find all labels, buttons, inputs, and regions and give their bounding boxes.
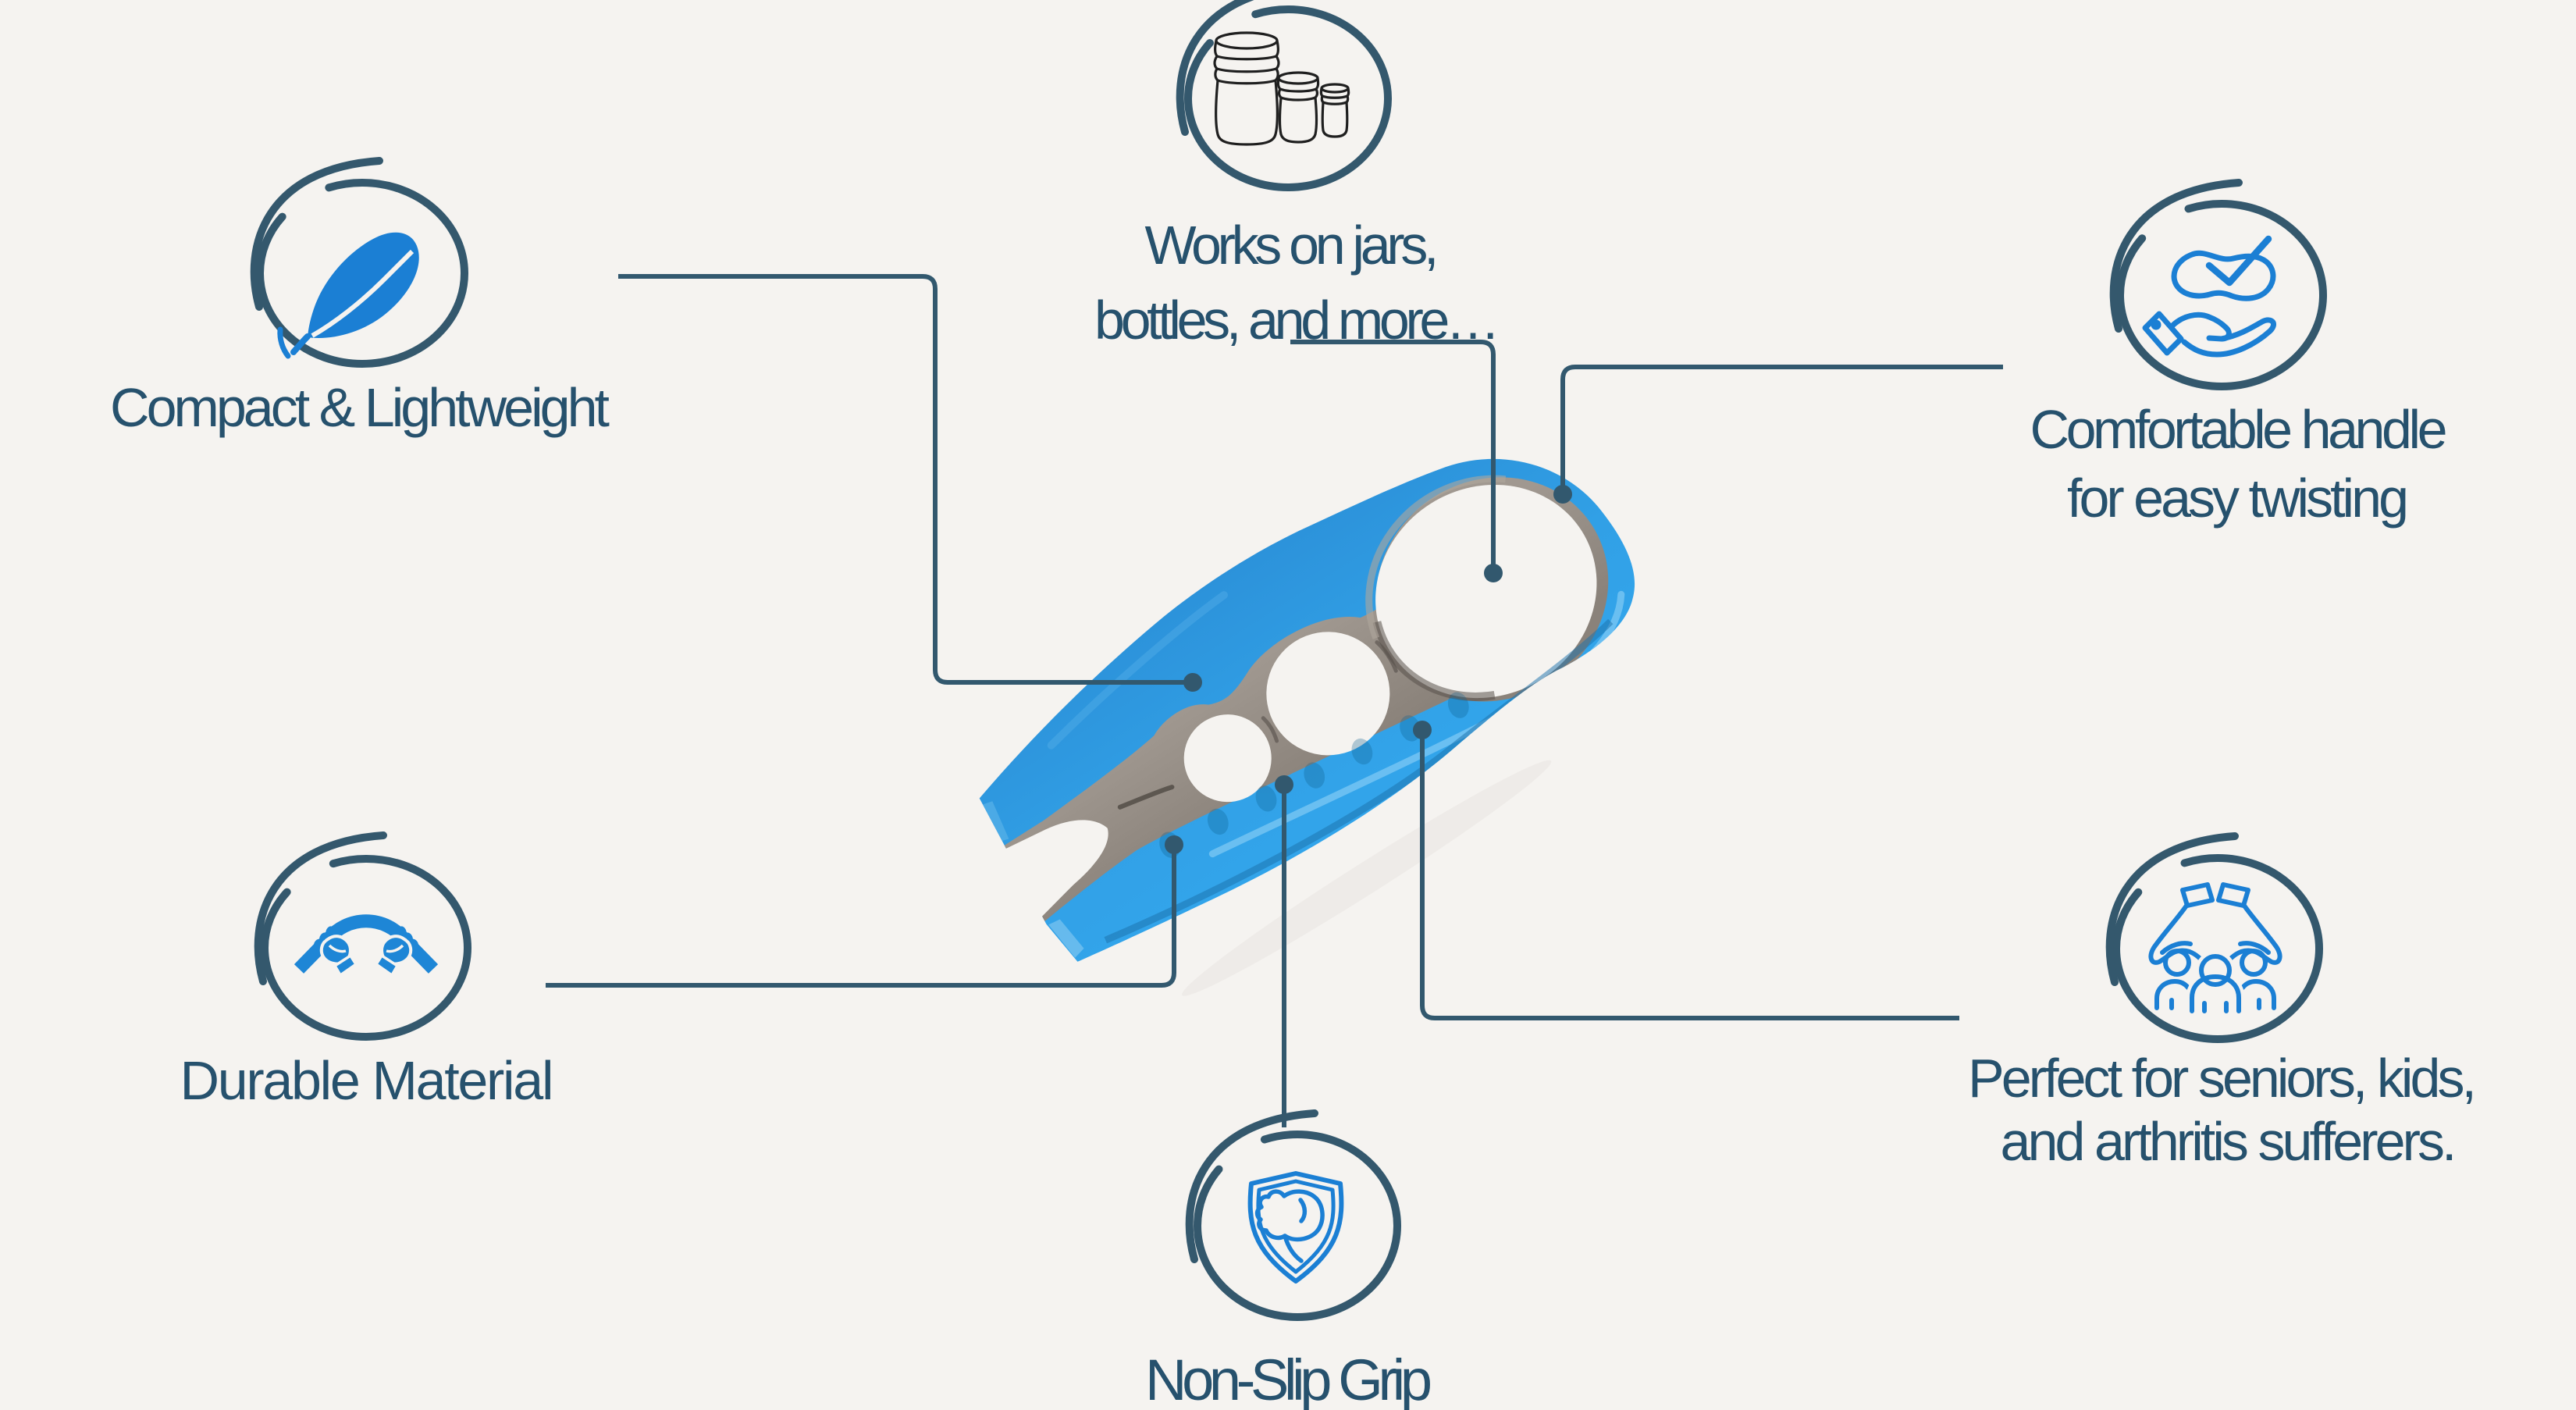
svg-text:Perfect for seniors, kids,: Perfect for seniors, kids,	[1968, 1048, 2477, 1109]
svg-text:and arthritis sufferers.: and arthritis sufferers.	[2001, 1111, 2457, 1172]
svg-text:Durable Material: Durable Material	[180, 1050, 554, 1111]
svg-text:bottles, and more…: bottles, and more…	[1094, 290, 1500, 351]
svg-text:Non-Slip Grip: Non-Slip Grip	[1145, 1348, 1432, 1410]
svg-text:Comfortable handle: Comfortable handle	[2030, 399, 2448, 460]
svg-text:Compact & Lightweight: Compact & Lightweight	[110, 377, 610, 438]
svg-text:for easy twisting: for easy twisting	[2067, 468, 2409, 529]
svg-text:Works on jars,: Works on jars,	[1145, 215, 1439, 276]
